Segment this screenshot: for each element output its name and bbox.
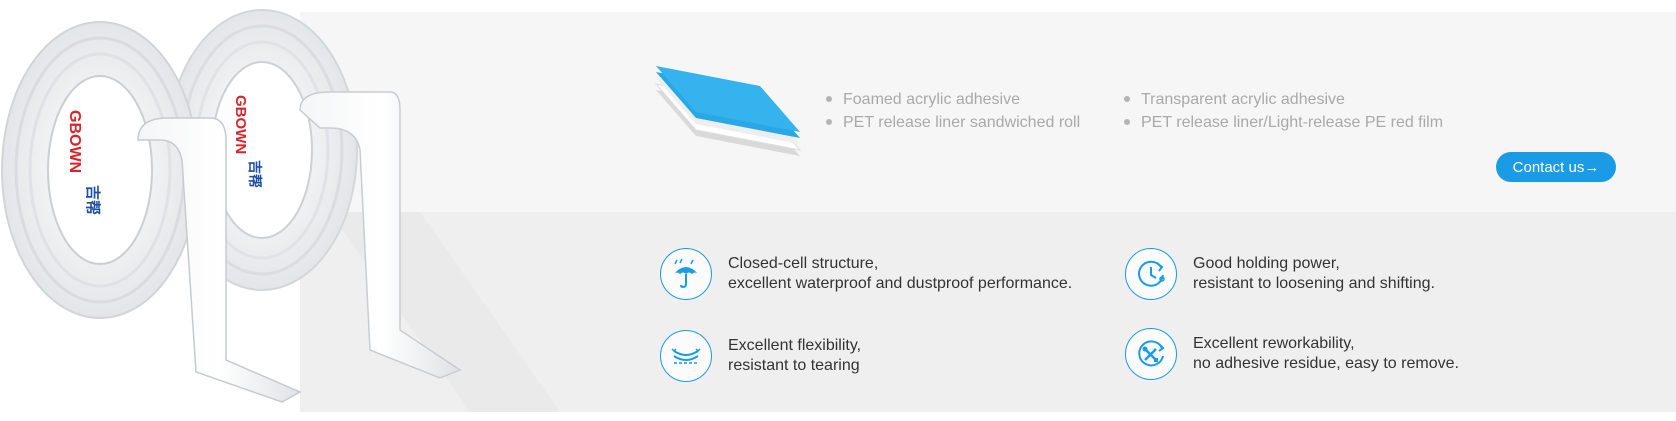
svg-text:GBOWN: GBOWN xyxy=(232,95,249,154)
feature-flexibility: Excellent flexibility, resistant to tear… xyxy=(660,330,861,382)
feature-reworkability: Excellent reworkability, no adhesive res… xyxy=(1125,328,1459,380)
clock-hold-icon xyxy=(1125,248,1177,300)
flexible-tape-icon xyxy=(660,330,712,382)
feature-holding-power: Good holding power, resistant to looseni… xyxy=(1125,248,1435,300)
feature-title: Good holding power, xyxy=(1193,255,1340,272)
foam-layer-illustration xyxy=(654,66,802,156)
feature-desc: no adhesive residue, easy to remove. xyxy=(1193,355,1459,372)
umbrella-rain-icon xyxy=(660,248,712,300)
specs-panel xyxy=(300,12,1676,212)
spec-list-right: Transparent acrylic adhesive PET release… xyxy=(1124,88,1443,134)
contact-us-button[interactable]: Contact us→ xyxy=(1496,152,1616,182)
tape-rolls-image: GBOWN 吉帮 GBOWN 吉帮 xyxy=(1,9,462,403)
feature-desc: excellent waterproof and dustproof perfo… xyxy=(728,275,1073,292)
spec-item: Foamed acrylic adhesive xyxy=(826,88,1080,111)
feature-desc: resistant to loosening and shifting. xyxy=(1193,275,1435,292)
svg-text:GBOWN: GBOWN xyxy=(66,110,83,173)
feature-title: Excellent reworkability, xyxy=(1193,335,1355,352)
spec-item: PET release liner sandwiched roll xyxy=(826,111,1080,134)
rework-tools-icon xyxy=(1125,328,1177,380)
spec-list-left: Foamed acrylic adhesive PET release line… xyxy=(826,88,1080,134)
feature-waterproof: Closed-cell structure, excellent waterpr… xyxy=(660,248,1072,300)
spec-item: PET release liner/Light-release PE red f… xyxy=(1124,111,1443,134)
feature-title: Excellent flexibility, xyxy=(728,337,862,354)
svg-text:吉帮: 吉帮 xyxy=(247,160,263,188)
spec-item: Transparent acrylic adhesive xyxy=(1124,88,1443,111)
feature-title: Closed-cell structure, xyxy=(728,255,879,272)
tape-roll-front: GBOWN 吉帮 xyxy=(1,21,302,403)
feature-desc: resistant to tearing xyxy=(728,357,860,374)
svg-text:吉帮: 吉帮 xyxy=(84,185,102,215)
